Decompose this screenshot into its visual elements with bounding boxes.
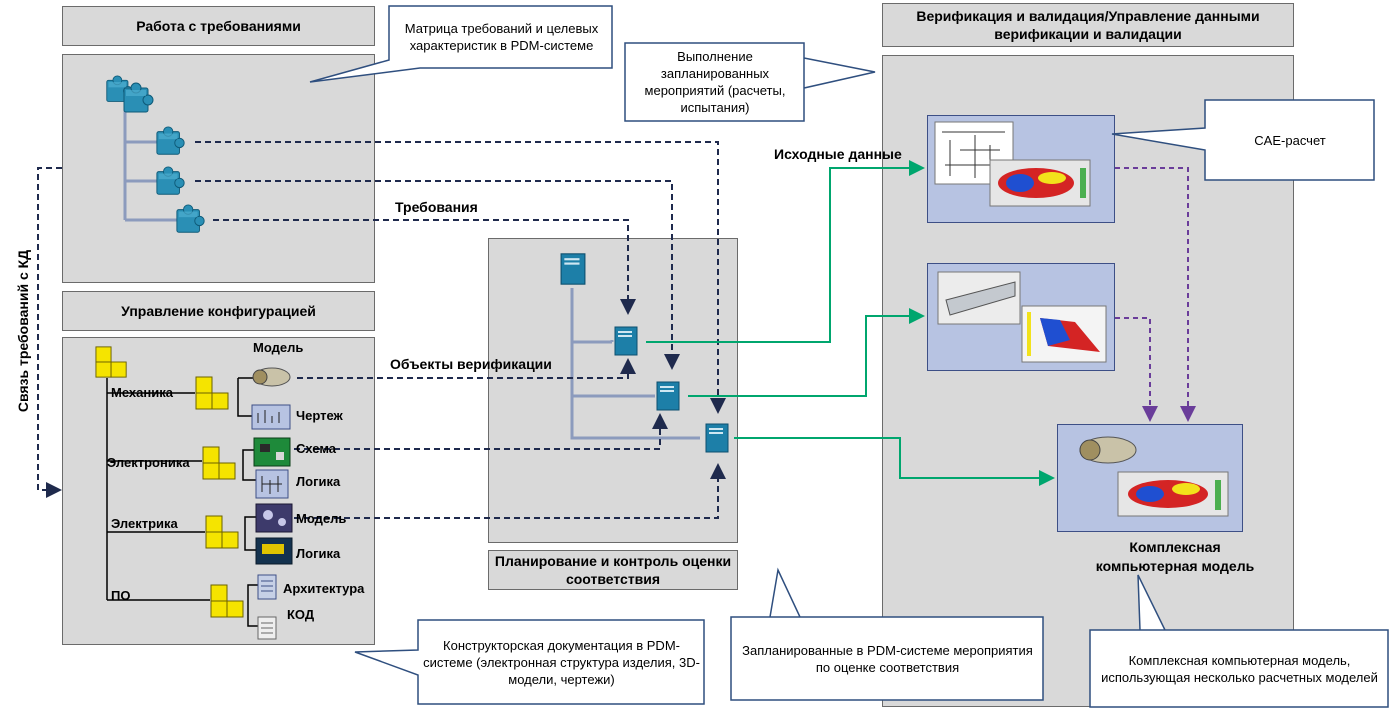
mechanics-label: Механика — [111, 385, 173, 400]
code-doc-icon — [257, 616, 277, 640]
planning-panel — [488, 238, 738, 543]
cube-icon — [202, 446, 236, 480]
model-el-label: Модель — [296, 511, 347, 526]
drawing-thumb-icon — [251, 404, 291, 430]
configuration-tree — [95, 346, 293, 640]
code-label: КОД — [287, 607, 315, 622]
circuit-board-icon — [253, 437, 291, 467]
initial-data-label: Исходные данные — [774, 146, 902, 162]
document-icon — [705, 423, 729, 453]
complex-model-label-text: Комплексная компьютерная модель — [1095, 539, 1255, 574]
planned-callout: Запланированные в PDM-системе мероприяти… — [734, 619, 1041, 699]
logic-board-icon — [255, 537, 293, 565]
design-docs-callout-text: Конструкторская документация в PDM-систе… — [423, 637, 700, 687]
planning-tree — [560, 253, 729, 453]
electrics-label: Электрика — [111, 516, 178, 531]
cube-icon — [205, 515, 239, 549]
scheme-label: Схема — [296, 441, 337, 456]
document-icon — [560, 253, 586, 285]
cae-callout-text: CAE-расчет — [1254, 132, 1326, 148]
planning-header: Планирование и контроль оценки соответст… — [488, 550, 738, 590]
vertical-link-label: Связь требований с КД — [15, 249, 31, 413]
architecture-label: Архитектура — [283, 581, 365, 596]
model-label: Модель — [253, 340, 304, 355]
green-connectors — [646, 160, 1055, 486]
verification-header-text: Верификация и валидация/Управление данны… — [916, 8, 1260, 42]
matrix-callout: Матрица требований и целевых характерист… — [393, 7, 610, 67]
complex-desc-callout: Комплексная компьютерная модель, использ… — [1093, 632, 1386, 706]
document-icon — [656, 381, 680, 411]
drawing-label: Чертеж — [296, 408, 343, 423]
electronics-label: Электроника — [107, 455, 190, 470]
cae-callout: CAE-расчет — [1208, 102, 1372, 178]
complex-thumbnail — [1079, 436, 1229, 517]
complex-desc-callout-text: Комплексная компьютерная модель, использ… — [1101, 653, 1378, 685]
requirements-header: Работа с требованиями — [62, 6, 375, 46]
requirements-header-text: Работа с требованиями — [136, 18, 301, 34]
design-docs-callout: Конструкторская документация в PDM-систе… — [421, 622, 702, 702]
logic-diagram-icon — [255, 469, 289, 499]
puzzle-icon — [156, 166, 185, 195]
requirements-tree — [106, 75, 205, 233]
software-label: ПО — [111, 588, 131, 603]
configuration-header: Управление конфигурацией — [62, 291, 375, 331]
execution-callout-text: Выполнение запланированных мероприятий (… — [644, 49, 786, 115]
logic-label-1: Логика — [296, 474, 341, 489]
purple-connectors — [1115, 167, 1196, 422]
complex-model-label: Комплексная компьютерная модель — [1080, 538, 1270, 576]
execution-callout: Выполнение запланированных мероприятий (… — [628, 44, 802, 120]
architecture-doc-icon — [257, 574, 277, 600]
verification-objects-label: Объекты верификации — [390, 356, 552, 372]
configuration-header-text: Управление конфигурацией — [121, 303, 316, 319]
document-icon — [614, 326, 638, 356]
engine-thumb-icon — [252, 367, 291, 387]
wiring-model-icon — [255, 503, 293, 533]
matrix-callout-text: Матрица требований и целевых характерист… — [404, 21, 599, 53]
cube-icon — [95, 346, 127, 378]
planned-callout-text: Запланированные в PDM-системе мероприяти… — [742, 643, 1033, 675]
callout-shapes — [309, 5, 1389, 708]
cae-thumbnail — [934, 121, 1091, 207]
planning-header-text: Планирование и контроль оценки соответст… — [494, 553, 732, 587]
dashed-connectors — [37, 141, 726, 519]
wing-thumbnail — [937, 271, 1107, 363]
puzzle-icon — [156, 126, 185, 155]
verification-header: Верификация и валидация/Управление данны… — [882, 3, 1294, 47]
puzzle-icon — [176, 204, 205, 233]
cube-icon — [195, 376, 229, 410]
cube-icon — [210, 584, 244, 618]
logic-label-2: Логика — [296, 546, 341, 561]
requirements-label: Требования — [395, 199, 478, 215]
